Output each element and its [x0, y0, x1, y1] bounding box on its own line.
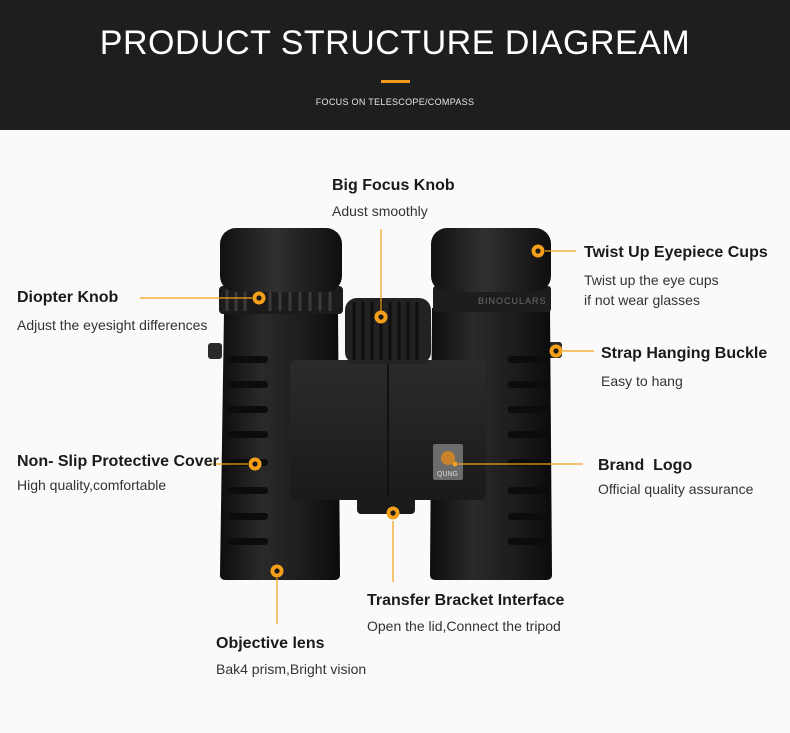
callout-desc: Bak4 prism,Bright vision [216, 659, 366, 679]
callout-desc: Adjust the eyesight differences [17, 315, 207, 335]
callout-desc: Official quality assurance [598, 479, 753, 499]
marker-objective-lens [270, 564, 284, 578]
tripod-interface [357, 496, 415, 514]
strap-buckle-left [208, 343, 222, 359]
callout-desc-line: Official quality assurance [598, 481, 754, 497]
callout-big-focus-knob: Big Focus Knob Adust smoothly [332, 177, 455, 221]
page-title: PRODUCT STRUCTURE DIAGREAM [99, 24, 691, 62]
callout-strap-hanging-buckle: Strap Hanging Buckle Easy to hang [601, 345, 767, 391]
header-banner: PRODUCT STRUCTURE DIAGREAM FOCUS ON TELE… [0, 0, 790, 130]
marker-non-slip-protective-cover [248, 457, 262, 471]
marker-diopter-knob [252, 291, 266, 305]
callout-title: Non- Slip Protective Cover [17, 453, 219, 470]
callout-desc-line: if not wear glasses [584, 292, 700, 308]
callout-twist-up-eyepiece-cups: Twist Up Eyepiece Cups Twist up the eye … [584, 244, 768, 310]
brand-logo-text: QUNG [437, 471, 458, 478]
callout-markers [248, 244, 563, 578]
callout-non-slip-protective-cover: Non- Slip Protective Cover High quality,… [17, 453, 219, 495]
callout-diopter-knob: Diopter Knob Adjust the eyesight differe… [17, 289, 207, 335]
callout-desc: Adust smoothly [332, 201, 455, 221]
marker-transfer-bracket-interface [386, 506, 400, 520]
marker-twist-up-eyepiece-cups [531, 244, 545, 258]
callout-desc-line: High quality,comfortable [17, 477, 167, 493]
callout-desc-line: Easy to hang [601, 373, 683, 389]
eyepiece-engraving: BINOCULARS [478, 296, 547, 306]
callout-desc: Easy to hang [601, 371, 767, 391]
callout-title: Brand Logo [598, 457, 693, 474]
marker-strap-hanging-buckle [549, 344, 563, 358]
callout-desc: Open the lid,Connect the tripod [367, 616, 564, 636]
callout-title: Transfer Bracket Interface [367, 592, 565, 609]
brand-logo-icon [441, 451, 455, 465]
callout-desc-line: Twist up the eye cups [584, 272, 719, 288]
callout-desc-line: Adust smoothly [332, 203, 428, 219]
marker-big-focus-knob [374, 310, 388, 324]
callout-desc: Twist up the eye cups if not wear glasse… [584, 270, 768, 310]
callout-title: Big Focus Knob [332, 177, 455, 194]
callout-title: Twist Up Eyepiece Cups [584, 244, 768, 261]
left-eyecup [220, 228, 342, 292]
callout-desc: High quality,comfortable [17, 475, 219, 495]
callout-desc-line: Bak4 prism,Bright vision [216, 661, 367, 677]
grip-ribs-right [508, 356, 548, 545]
marker-brand-logo [452, 461, 458, 467]
callout-brand-logo: Brand Logo Official quality assurance [598, 457, 753, 499]
right-eyecup [431, 228, 551, 292]
callout-title: Objective lens [216, 635, 325, 652]
callout-desc-line: Adjust the eyesight differences [17, 317, 208, 333]
callout-title: Strap Hanging Buckle [601, 345, 768, 362]
callout-objective-lens: Objective lens Bak4 prism,Bright vision [216, 635, 366, 679]
callout-title: Diopter Knob [17, 289, 119, 306]
page-subtitle: FOCUS ON TELESCOPE/COMPASS [315, 97, 475, 107]
callout-desc-line: Open the lid,Connect the tripod [367, 618, 561, 634]
title-accent-bar [381, 80, 410, 83]
right-eyepiece-ring [433, 286, 551, 312]
callout-transfer-bracket-interface: Transfer Bracket Interface Open the lid,… [367, 592, 564, 636]
